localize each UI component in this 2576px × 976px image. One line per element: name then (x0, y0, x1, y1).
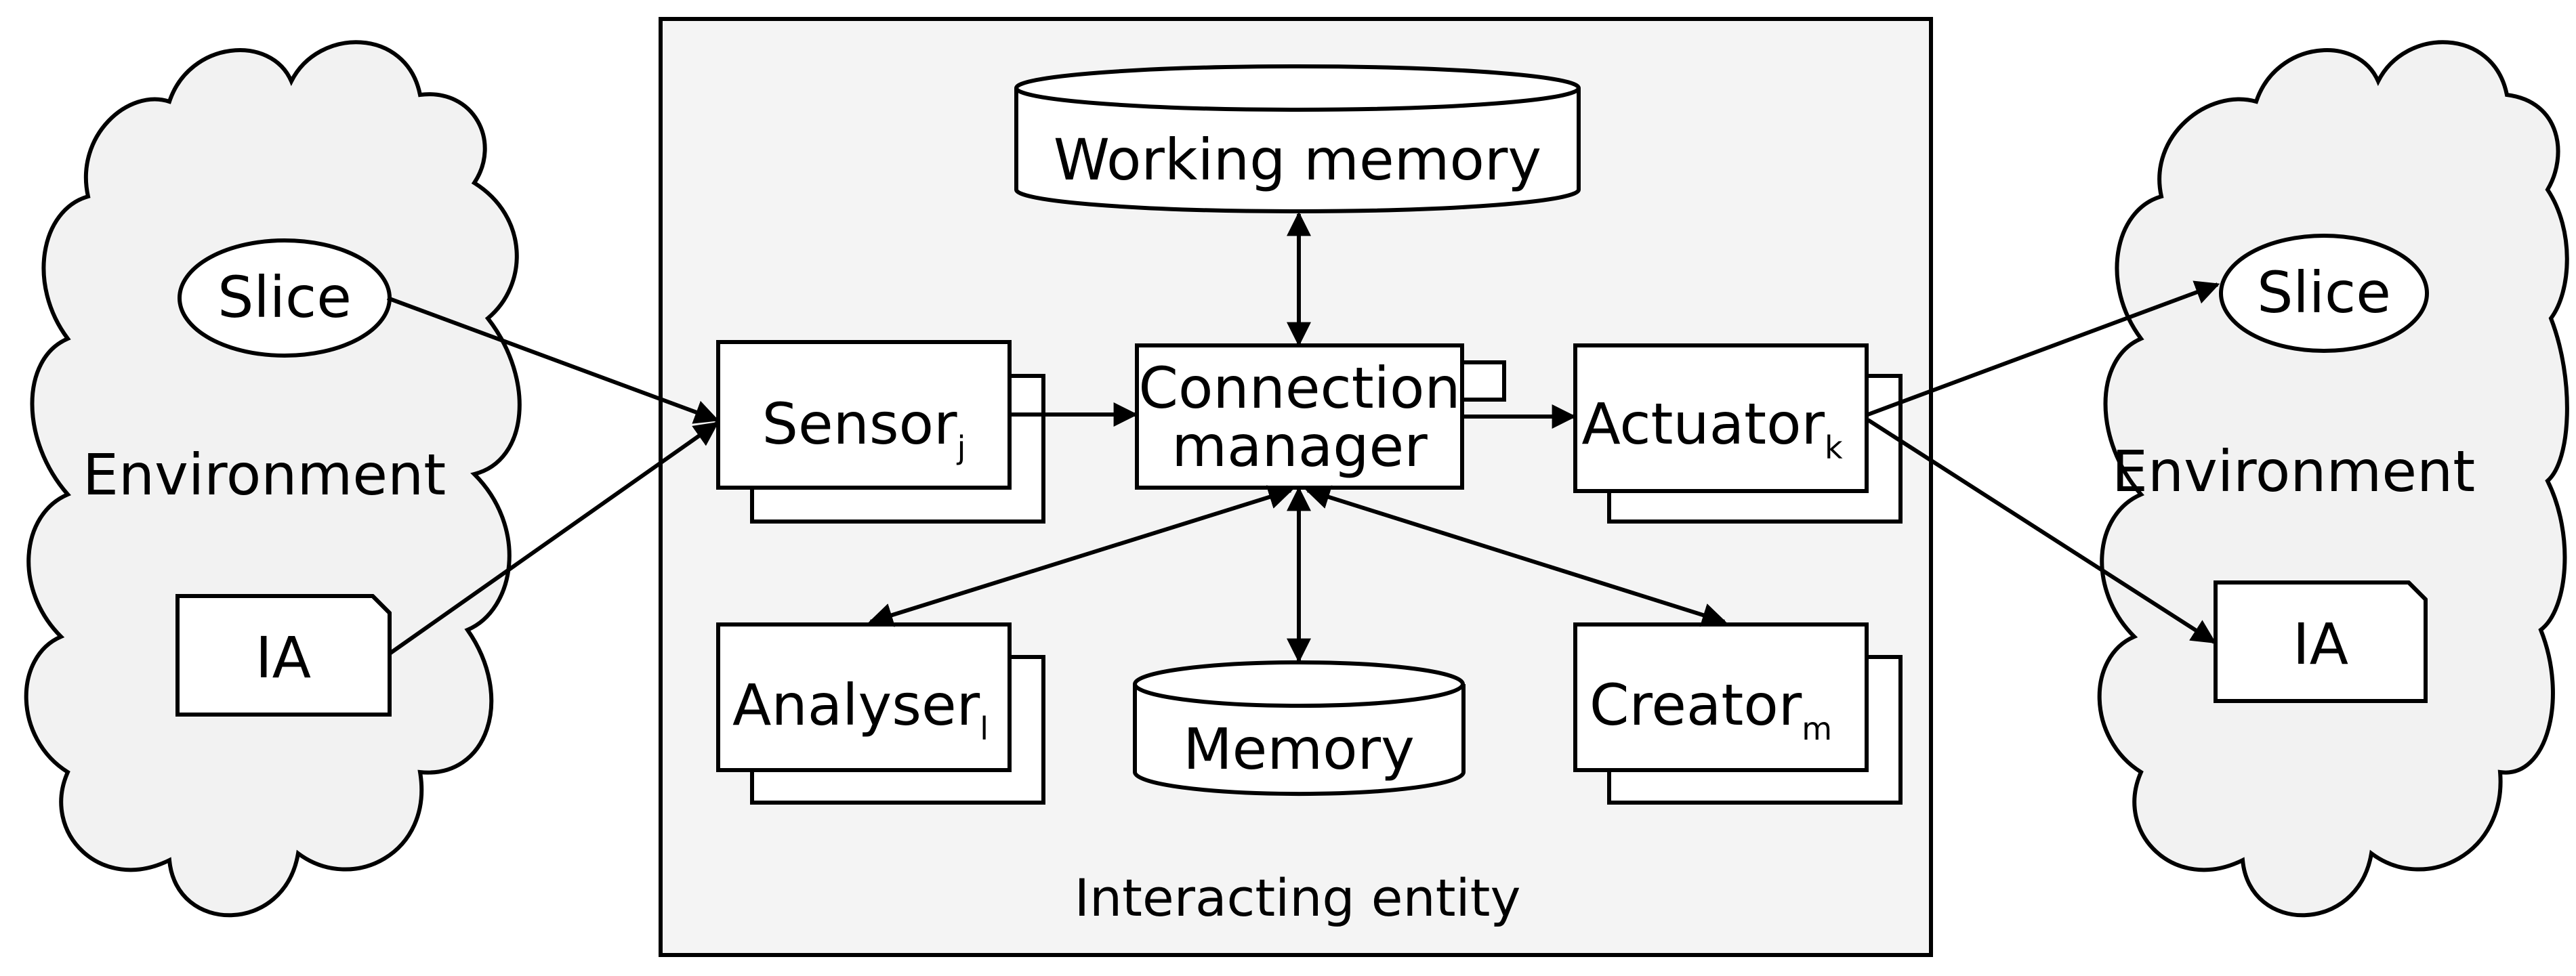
working-memory-cylinder: Working memory (1014, 64, 1581, 213)
creator-label: Creatorm (1590, 672, 1832, 747)
sensor-label: Sensorj (762, 391, 966, 466)
sensor-subscript: j (957, 429, 966, 466)
left-ia-document: IA (175, 594, 392, 717)
left-slice: Slice (178, 238, 392, 358)
left-environment-cloud (24, 40, 522, 918)
analyser-subscript: l (980, 710, 989, 747)
arrow-connection-manager-analyser (868, 485, 1293, 627)
interacting-entity-caption: Interacting entity (1075, 868, 1521, 928)
right-slice: Slice (2219, 234, 2429, 353)
left-ia-label: IA (255, 624, 311, 691)
sensor-module: Sensorj (716, 340, 1045, 524)
memory-cylinder: Memory (1133, 660, 1466, 797)
connection-manager-line2: manager (1171, 413, 1428, 480)
analyser-module: Analyserl (716, 622, 1045, 805)
working-memory-label: Working memory (1054, 127, 1541, 193)
creator-subscript: m (1802, 710, 1832, 747)
right-environment-label: Environment (2112, 438, 2475, 505)
arrow-connection-manager-creator (1305, 485, 1727, 627)
arrow-left-slice-to-sensor (386, 296, 720, 424)
actuator-base: Actuator (1581, 391, 1825, 457)
connection-manager-line1: Connection (1138, 355, 1460, 421)
creator-base: Creator (1590, 672, 1802, 738)
actuator-label: Actuatork (1581, 391, 1843, 466)
actuator-module: Actuatork (1573, 343, 1903, 524)
connection-manager: Connection manager (1135, 343, 1506, 490)
arrow-actuator-to-right-slice (1867, 280, 2220, 417)
sensor-base: Sensor (762, 391, 957, 457)
creator-module: Creatorm (1573, 622, 1903, 805)
left-slice-label: Slice (217, 264, 352, 331)
analyser-label: Analyserl (732, 672, 989, 747)
left-environment-label: Environment (83, 442, 446, 508)
arrow-left-ia-to-sensor (388, 421, 719, 656)
right-ia-label: IA (2293, 611, 2348, 677)
arrow-actuator-to-right-ia (1867, 418, 2217, 644)
right-slice-label: Slice (2257, 259, 2391, 326)
actuator-subscript: k (1825, 429, 1843, 466)
right-ia-document: IA (2214, 580, 2428, 703)
memory-label: Memory (1183, 716, 1415, 782)
analyser-base: Analyser (732, 672, 980, 738)
